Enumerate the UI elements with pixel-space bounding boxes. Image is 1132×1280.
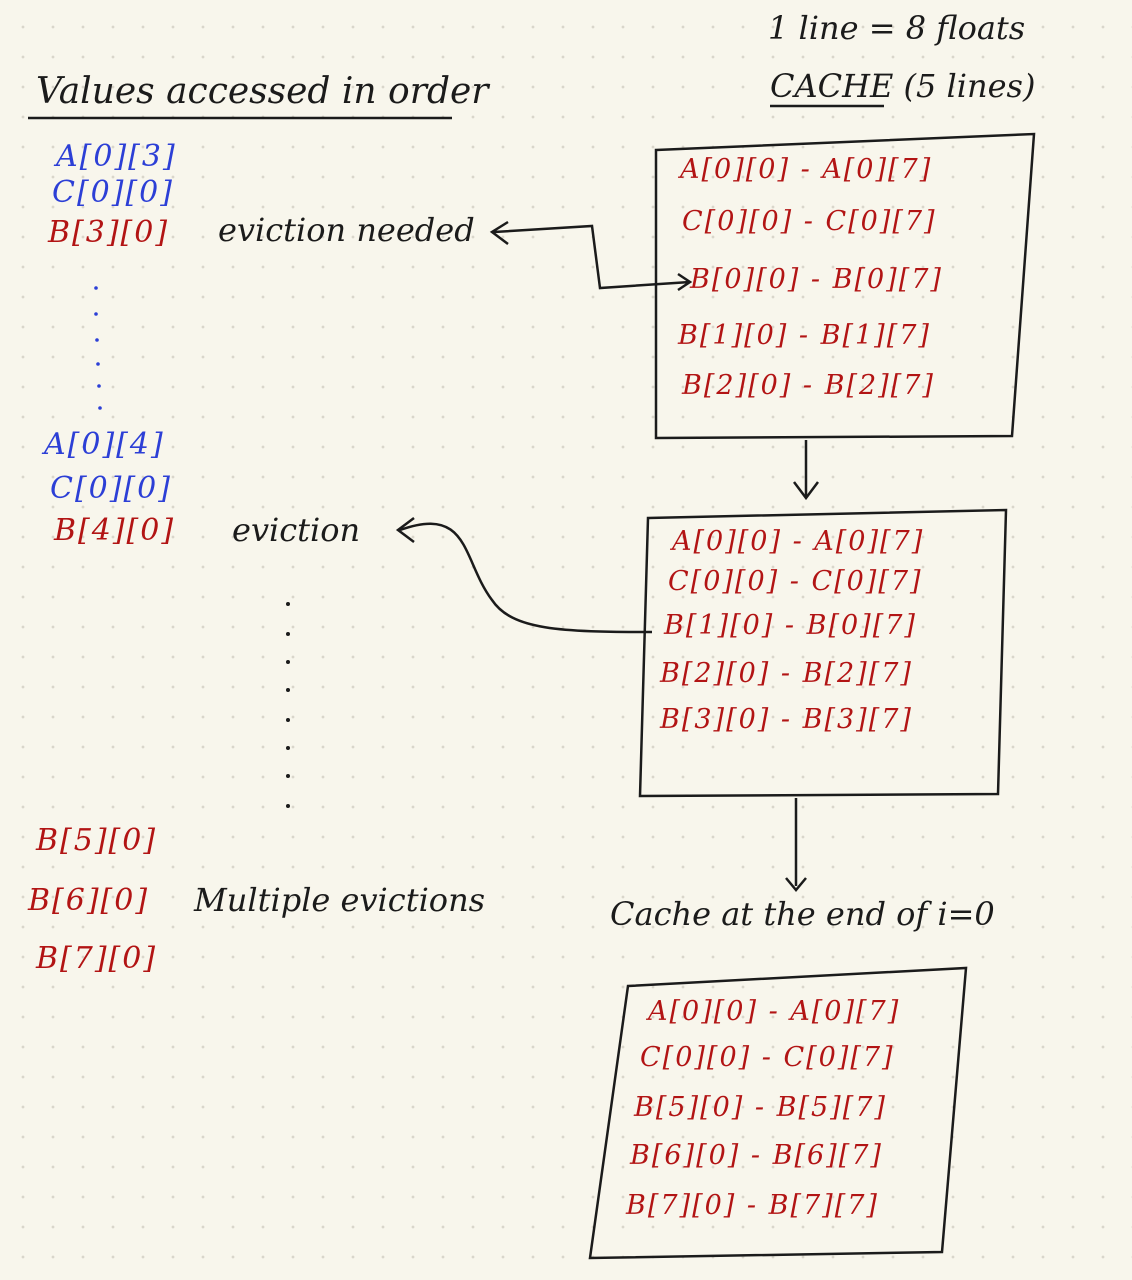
cache-line: B[6][0] - B[6][7]: [630, 1140, 883, 1171]
eviction-arrow-1-head: [489, 220, 509, 245]
eviction-needed-label: eviction needed: [218, 211, 475, 249]
cache-line: B[0][0] - B[0][7]: [690, 264, 943, 295]
access-c-0-0-second: C[0][0]: [50, 471, 172, 506]
cache-box-2-outline: [638, 508, 1008, 798]
eviction-label: eviction: [232, 511, 361, 549]
cache-line: B[3][0] - B[3][7]: [660, 704, 913, 735]
cache-line: B[1][0] - B[1][7]: [678, 320, 931, 351]
eviction-arrow-2: [399, 522, 653, 634]
cache-line: A[0][0] - A[0][7]: [680, 154, 933, 185]
cache-line: A[0][0] - A[0][7]: [672, 526, 925, 557]
cache-line: B[2][0] - B[2][7]: [660, 658, 913, 689]
cache-box-1-outline: [654, 132, 1036, 440]
box2-to-end-arrow-head: [785, 877, 807, 892]
cache-line: B[7][0] - B[7][7]: [626, 1190, 879, 1221]
cache-line: C[0][0] - C[0][7]: [682, 206, 937, 237]
cache-line: A[0][0] - A[0][7]: [648, 996, 901, 1027]
eviction-arrow-2-head: [395, 517, 415, 543]
cache-line: B[1][0] - B[0][7]: [664, 610, 917, 641]
cache-title: CACHE (5 lines): [770, 67, 1036, 105]
cache-line: C[0][0] - C[0][7]: [668, 566, 923, 597]
multiple-evictions-label: Multiple evictions: [194, 881, 486, 919]
cache-line: C[0][0] - C[0][7]: [640, 1042, 895, 1073]
left-title: Values accessed in order: [36, 71, 489, 112]
line-size-note: 1 line = 8 floats: [768, 9, 1026, 47]
ellipsis-blue: [94, 286, 102, 410]
access-a-0-3: A[0][3]: [56, 139, 177, 174]
access-b-3-0: B[3][0]: [48, 215, 170, 250]
eviction-arrow-1: [493, 224, 691, 290]
access-b-5-0: B[5][0]: [36, 823, 158, 858]
access-c-0-0: C[0][0]: [52, 175, 174, 210]
cache-box-3-outline: [588, 966, 968, 1260]
end-of-iteration-label: Cache at the end of i=0: [610, 895, 995, 933]
box1-to-box2-arrow-head: [793, 481, 819, 501]
access-b-4-0: B[4][0]: [54, 513, 176, 548]
eviction-arrow-1-tail-head: [677, 272, 693, 292]
access-a-0-4: A[0][4]: [44, 427, 165, 462]
access-b-7-0: B[7][0]: [36, 941, 158, 976]
access-b-6-0: B[6][0]: [28, 883, 150, 918]
cache-line: B[5][0] - B[5][7]: [634, 1092, 887, 1123]
ellipsis-black: [286, 602, 290, 808]
cache-line: B[2][0] - B[2][7]: [682, 370, 935, 401]
